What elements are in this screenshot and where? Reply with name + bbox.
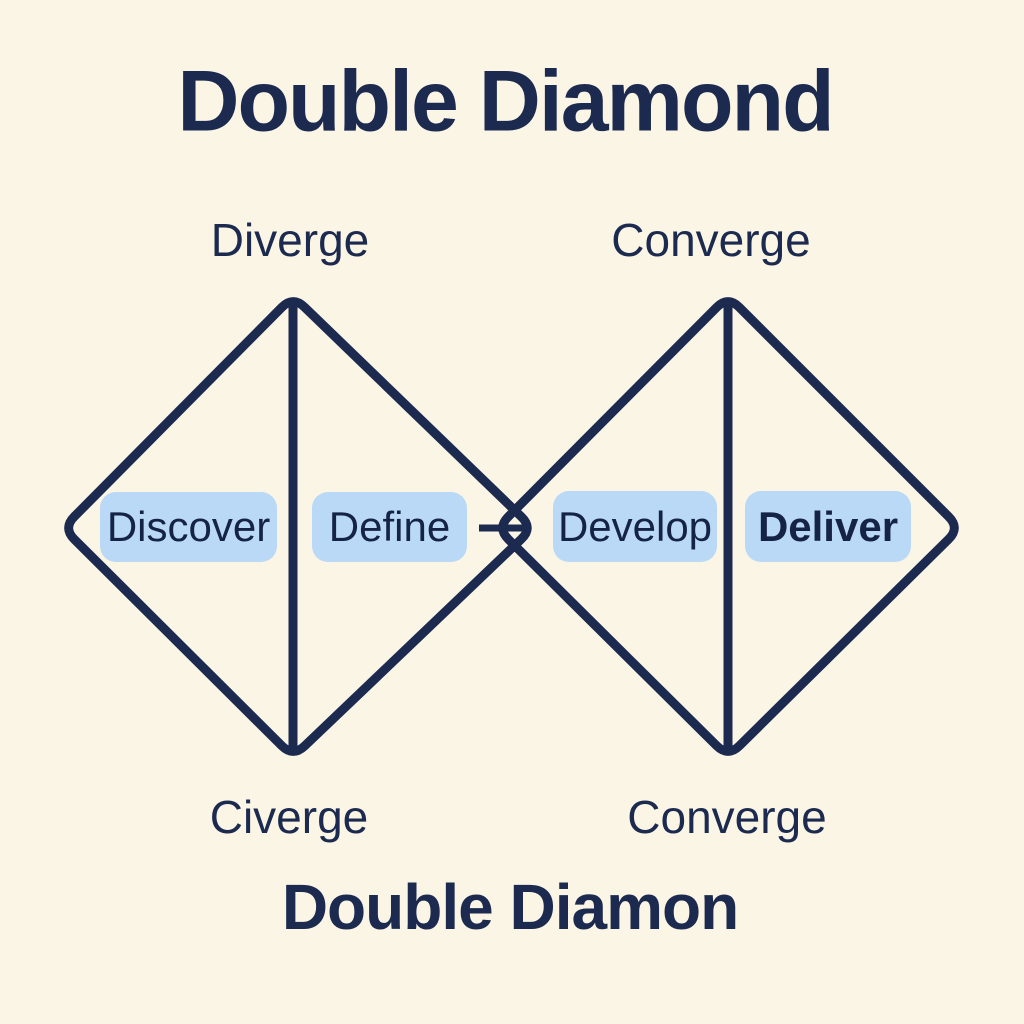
stage-pill-develop: Develop	[553, 491, 717, 562]
diverge-label-top: Diverge	[210, 214, 370, 266]
footer-title: Double Diamon	[281, 871, 739, 943]
stage-pill-discover: Discover	[100, 492, 277, 562]
stage-label: Deliver	[757, 502, 899, 550]
stage-label: Define	[328, 503, 451, 550]
stage-label: Develop	[557, 502, 713, 550]
stage-label: Discover	[106, 503, 271, 550]
stage-pill-define: Define	[312, 492, 467, 562]
converge-label-bottom: Converge	[627, 791, 827, 843]
diverge-label-bottom: Civerge	[209, 791, 369, 843]
page-title: Double Diamond	[177, 53, 834, 150]
stage-pill-deliver: Deliver	[745, 491, 911, 562]
converge-label-top: Converge	[611, 214, 811, 266]
